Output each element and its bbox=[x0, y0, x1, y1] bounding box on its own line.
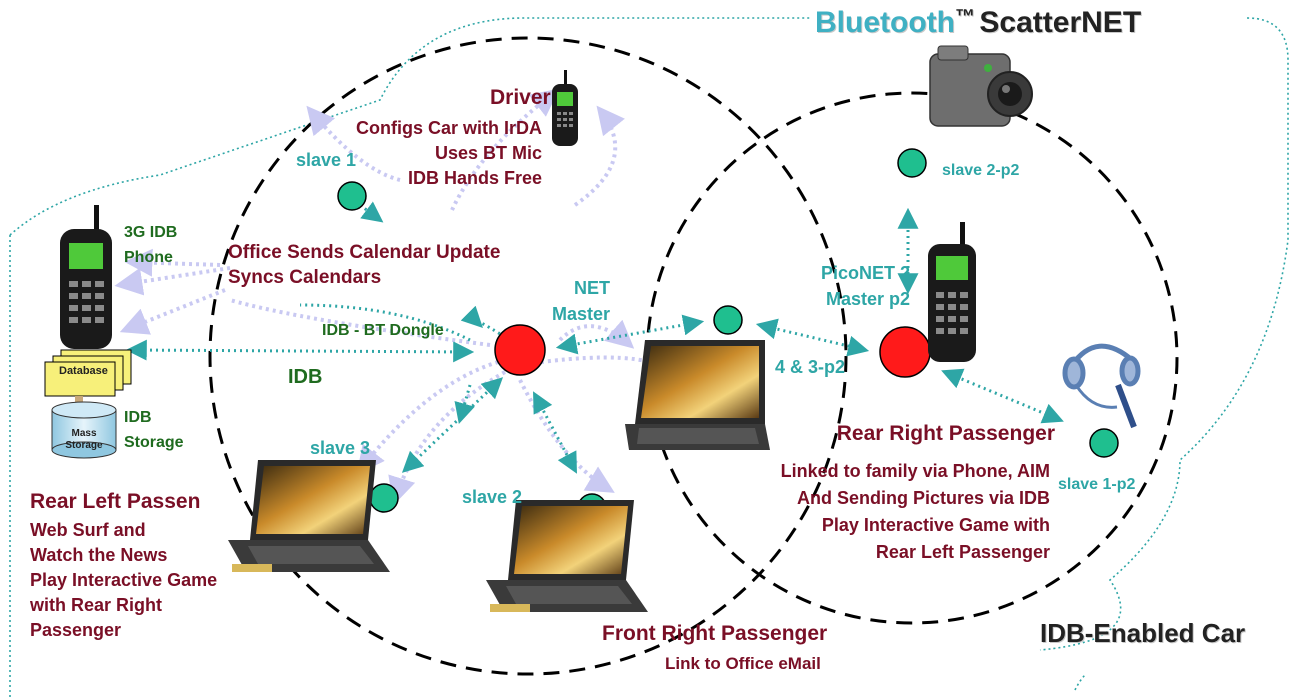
slave-2-label: slave 2 bbox=[462, 487, 523, 507]
headset-icon bbox=[1062, 343, 1141, 429]
shared-link-label: 4 & 3-p2 bbox=[775, 357, 846, 377]
office-update-text: Office Sends Calendar Update Syncs Calen… bbox=[228, 240, 500, 290]
title-rest: ScatterNET bbox=[979, 6, 1142, 39]
slave-3-label: slave 3 bbox=[310, 438, 371, 458]
rear-left-line: Play Interactive Game bbox=[30, 570, 218, 590]
mass-storage-line: Mass bbox=[71, 428, 97, 439]
driver-description: Configs Car with IrDA Uses BT Mic IDB Ha… bbox=[282, 116, 542, 191]
mass-storage-label: Mass Storage bbox=[62, 428, 106, 452]
rear-right-line: Linked to family via Phone, AIM bbox=[780, 461, 1050, 481]
driver-line: Uses BT Mic bbox=[434, 143, 542, 163]
piconet-2-master-label: PicoNET 2 Master p2 bbox=[780, 260, 910, 312]
slave-1-node bbox=[337, 181, 367, 211]
piconet-1-line: NET bbox=[574, 278, 610, 298]
driver-line: IDB Hands Free bbox=[407, 168, 542, 188]
piconet-2-line: PicoNET 2 bbox=[820, 263, 910, 283]
page-title: Bluetooth™ ScatterNET bbox=[815, 6, 1141, 40]
idb-storage-label: IDB Storage bbox=[124, 405, 184, 455]
mobile-phone-icon bbox=[60, 205, 112, 349]
rear-left-line: Watch the News bbox=[30, 545, 168, 565]
front-right-line: Link to Office eMail bbox=[665, 654, 821, 673]
dongle-label: IDB - BT Dongle bbox=[322, 322, 444, 339]
slave-3-node bbox=[369, 483, 399, 513]
car-outline bbox=[9, 17, 1289, 697]
slave-1-p2-node bbox=[1089, 428, 1119, 458]
idb-storage-line: IDB bbox=[124, 409, 152, 426]
digital-camera-icon bbox=[929, 45, 1033, 127]
shared-slave-node bbox=[713, 305, 743, 335]
piconet-1-line: Master bbox=[551, 304, 610, 324]
piconet-1-master-node bbox=[494, 324, 546, 376]
mass-storage-line: Storage bbox=[65, 440, 103, 451]
laptop-icon bbox=[486, 500, 648, 612]
driver-line: Configs Car with IrDA bbox=[355, 118, 542, 138]
front-right-title: Front Right Passenger bbox=[602, 622, 828, 645]
rear-left-line: Passenger bbox=[30, 620, 122, 640]
phone-label: 3G IDB Phone bbox=[124, 220, 177, 270]
rear-left-line: with Rear Right bbox=[30, 595, 163, 615]
driver-title: Driver bbox=[490, 86, 551, 109]
mobile-phone-icon bbox=[928, 222, 976, 362]
database-stack-icon bbox=[44, 349, 132, 406]
idb-label: IDB bbox=[288, 366, 323, 388]
laptop-icon bbox=[228, 460, 390, 572]
phone-label-line: 3G IDB bbox=[124, 224, 178, 241]
slave-2-p2-node bbox=[897, 148, 927, 178]
idb-storage-line: Storage bbox=[124, 434, 184, 451]
piconet-1-master-label: NET Master bbox=[530, 275, 610, 327]
rear-right-line: Play Interactive Game with bbox=[821, 515, 1050, 535]
title-trademark: ™ bbox=[954, 6, 975, 28]
mobile-phone-icon bbox=[552, 70, 578, 146]
mass-storage-cylinder-icon bbox=[51, 401, 117, 459]
rear-left-description: Web Surf and Watch the News Play Interac… bbox=[30, 518, 217, 643]
rear-right-line: And Sending Pictures via IDB bbox=[796, 488, 1050, 508]
slave-1-label: slave 1 bbox=[296, 150, 357, 170]
teal-links bbox=[125, 201, 1064, 474]
phone-label-line: Phone bbox=[124, 249, 173, 266]
piconet-2-line: Master p2 bbox=[825, 289, 910, 309]
office-update-line: Syncs Calendars bbox=[228, 267, 382, 288]
rear-left-title: Rear Left Passen bbox=[30, 490, 201, 513]
piconet-2-master-node bbox=[879, 326, 931, 378]
slave-1-p2-label: slave 1-p2 bbox=[1058, 476, 1136, 493]
title-brand: Bluetooth bbox=[815, 6, 955, 39]
rear-left-line: Web Surf and bbox=[30, 520, 146, 540]
rear-right-line: Rear Left Passenger bbox=[875, 542, 1050, 562]
car-label: IDB-Enabled Car bbox=[1040, 618, 1246, 648]
office-update-line: Office Sends Calendar Update bbox=[228, 242, 501, 263]
rear-right-description: Linked to family via Phone, AIM And Send… bbox=[705, 458, 1050, 566]
slave-2-p2-label: slave 2-p2 bbox=[942, 162, 1020, 179]
database-label: Database bbox=[59, 365, 108, 377]
laptop-icon bbox=[625, 340, 770, 450]
rear-right-title: Rear Right Passenger bbox=[836, 422, 1055, 445]
